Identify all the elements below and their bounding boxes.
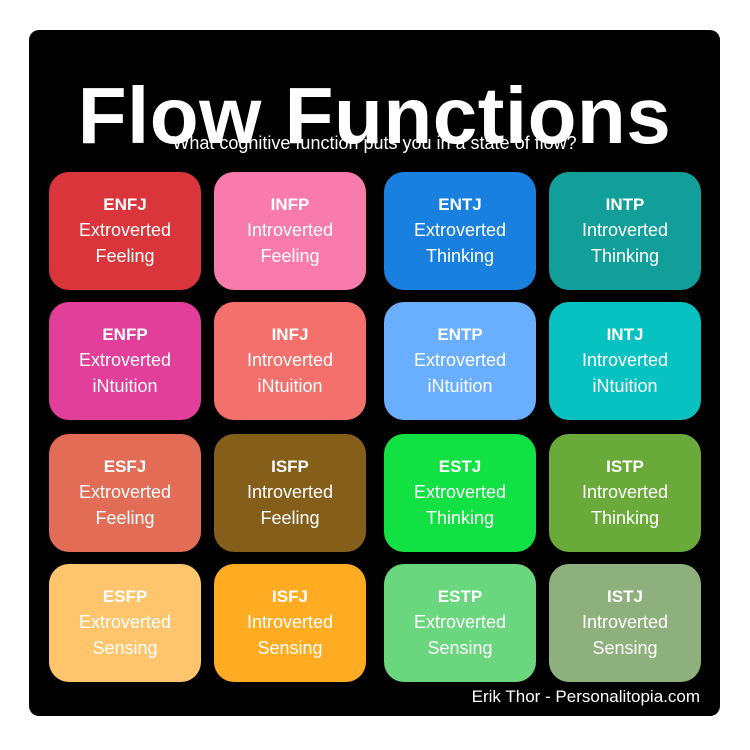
subtitle: What cognitive function puts you in a st… <box>172 133 577 153</box>
tile-attitude-label: Extroverted <box>78 220 172 240</box>
tile-attitude-label: Introverted <box>246 482 334 502</box>
tile-attitude-label: Extroverted <box>413 350 507 370</box>
tile-function-label: iNtuition <box>92 376 158 396</box>
tile-function-label: Feeling <box>260 508 320 528</box>
tile-function-label: Sensing <box>257 638 323 658</box>
page-title: Flow Functions <box>77 71 672 160</box>
tile-function-label: Feeling <box>95 246 155 266</box>
tile-function-label: Sensing <box>592 638 658 658</box>
tile-attitude-label: Extroverted <box>78 612 172 632</box>
tile-attitude-label: Introverted <box>581 220 669 240</box>
tile-attitude-label: Extroverted <box>413 612 507 632</box>
tile-type-label: ESFJ <box>103 457 147 476</box>
tile-type-label: ENFJ <box>103 195 147 214</box>
tile-function-label: Thinking <box>590 246 660 266</box>
tile-infj: INFJ Introverted iNtuition <box>214 302 366 420</box>
credit-text: Erik Thor - Personalitopia.com <box>471 687 700 706</box>
tile-type-label: ISFJ <box>272 587 308 606</box>
tile-attitude-label: Introverted <box>246 612 334 632</box>
tile-type-label: ESTP <box>437 587 483 606</box>
tile-attitude-label: Introverted <box>581 612 669 632</box>
tile-type-label: ISTP <box>606 457 644 476</box>
tile-function-label: Feeling <box>95 508 155 528</box>
poster-card: Flow Functions What cognitive function p… <box>29 30 720 716</box>
tile-type-label: ENTJ <box>438 195 482 214</box>
tile-type-label: INFP <box>270 195 310 214</box>
tile-enfp: ENFP Extroverted iNtuition <box>49 302 201 420</box>
tile-type-label: ISTJ <box>607 587 643 606</box>
tile-function-label: iNtuition <box>257 376 323 396</box>
tile-type-label: INFJ <box>271 325 309 344</box>
tile-attitude-label: Introverted <box>581 482 669 502</box>
tile-attitude-label: Introverted <box>246 220 334 240</box>
tile-function-label: Sensing <box>427 638 493 658</box>
tile-function-label: Thinking <box>425 246 495 266</box>
tile-attitude-label: Extroverted <box>413 482 507 502</box>
tile-entp: ENTP Extroverted iNtuition <box>384 302 536 420</box>
tile-type-label: ENFP <box>102 325 148 344</box>
tile-function-label: Thinking <box>590 508 660 528</box>
tile-type-label: ISFP <box>271 457 309 476</box>
tile-attitude-label: Extroverted <box>78 482 172 502</box>
tile-function-label: Feeling <box>260 246 320 266</box>
tile-attitude-label: Introverted <box>246 350 334 370</box>
tile-function-label: iNtuition <box>427 376 493 396</box>
tile-function-label: iNtuition <box>592 376 658 396</box>
tile-function-label: Thinking <box>425 508 495 528</box>
tile-attitude-label: Extroverted <box>78 350 172 370</box>
tile-intj: INTJ Introverted iNtuition <box>549 302 701 420</box>
tile-type-label: ESFP <box>102 587 148 606</box>
tile-type-label: INTJ <box>606 325 644 344</box>
tile-attitude-label: Introverted <box>581 350 669 370</box>
tile-type-label: INTP <box>605 195 645 214</box>
tile-type-label: ENTP <box>437 325 483 344</box>
tile-type-label: ESTJ <box>438 457 482 476</box>
tile-attitude-label: Extroverted <box>413 220 507 240</box>
tile-function-label: Sensing <box>92 638 158 658</box>
